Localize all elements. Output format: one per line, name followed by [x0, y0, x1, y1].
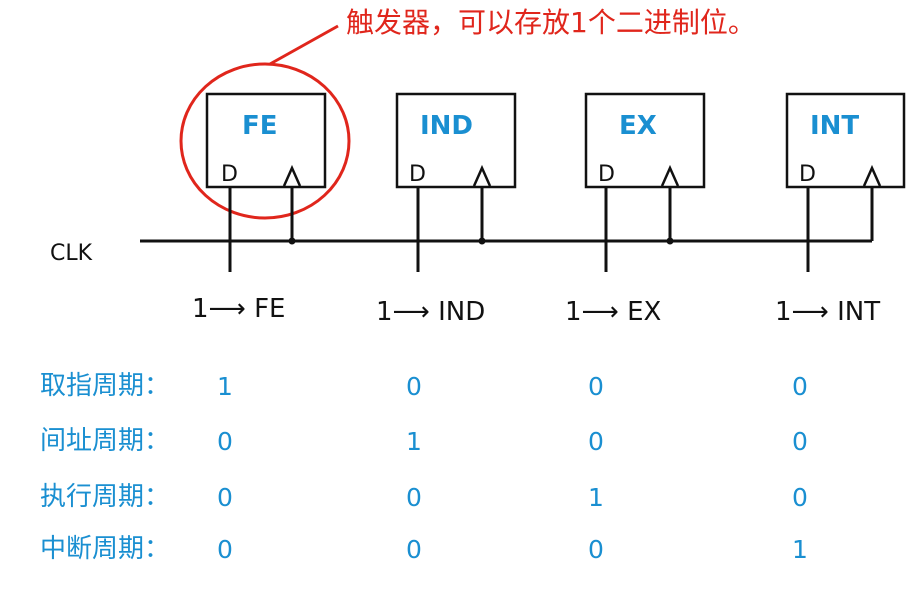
cell-fe: 1: [217, 372, 233, 401]
cell-int: 0: [792, 483, 808, 512]
cell-ex: 0: [588, 535, 604, 564]
flip-flop-ex: EX D 1⟶ EX: [565, 92, 706, 327]
clock-junction-dot: [478, 237, 486, 245]
flip-flop-box: [395, 92, 517, 189]
clock-junction-dot: [288, 237, 296, 245]
cell-fe: 0: [217, 483, 233, 512]
flip-flop-name: FE: [242, 111, 278, 141]
set-label: 1⟶ FE: [192, 294, 285, 324]
cell-ex: 0: [588, 372, 604, 401]
cycle-state-table: 取指周期： 1 0 0 0 间址周期： 0 1 0 0 执行周期： 0 0 1 …: [40, 371, 808, 564]
cell-ex: 0: [588, 427, 604, 456]
cell-int: 0: [792, 427, 808, 456]
cell-int: 1: [792, 535, 808, 564]
set-label: 1⟶ EX: [565, 297, 661, 327]
set-label: 1⟶ IND: [376, 297, 485, 327]
cell-int: 0: [792, 372, 808, 401]
flip-flop-box: [584, 92, 706, 189]
flip-flop-box: [785, 92, 906, 189]
flip-flop-name: EX: [619, 111, 657, 141]
flip-flop-fe: FE D 1⟶ FE: [192, 92, 327, 324]
clock-junction-dot: [666, 237, 674, 245]
cell-ind: 0: [406, 372, 422, 401]
clk-label: CLK: [50, 241, 93, 266]
row-label: 间址周期：: [40, 426, 170, 456]
table-row: 取指周期： 1 0 0 0: [40, 371, 808, 401]
clock-input-triangle: [862, 164, 882, 187]
table-row: 中断周期： 0 0 0 1: [40, 534, 808, 564]
clock-input-triangle: [660, 164, 680, 187]
clock-input-triangle: [282, 164, 302, 187]
d-pin-label: D: [409, 162, 426, 187]
row-label: 执行周期：: [40, 482, 170, 512]
table-row: 间址周期： 0 1 0 0: [40, 426, 808, 456]
flip-flop-box: [205, 92, 327, 189]
cell-fe: 0: [217, 535, 233, 564]
row-label: 取指周期：: [40, 371, 170, 401]
cell-ind: 1: [406, 427, 422, 456]
cell-ind: 0: [406, 535, 422, 564]
set-label: 1⟶ INT: [775, 297, 880, 327]
d-pin-label: D: [598, 162, 615, 187]
annotation-pointer-line: [269, 24, 339, 66]
flip-flop-int: INT D 1⟶ INT: [775, 92, 906, 327]
cell-ind: 0: [406, 483, 422, 512]
d-pin-label: D: [221, 162, 238, 187]
flip-flop-name: IND: [420, 111, 473, 141]
cell-ex: 1: [588, 483, 604, 512]
flip-flop-name: INT: [810, 111, 859, 141]
clock-input-triangle: [472, 164, 492, 187]
cell-fe: 0: [217, 427, 233, 456]
table-row: 执行周期： 0 0 1 0: [40, 482, 808, 512]
row-label: 中断周期：: [40, 534, 170, 564]
d-pin-label: D: [799, 162, 816, 187]
annotation-text: 触发器，可以存放1个二进制位。: [346, 6, 756, 39]
annotation-circle: [179, 62, 351, 220]
flip-flop-ind: IND D 1⟶ IND: [376, 92, 517, 327]
